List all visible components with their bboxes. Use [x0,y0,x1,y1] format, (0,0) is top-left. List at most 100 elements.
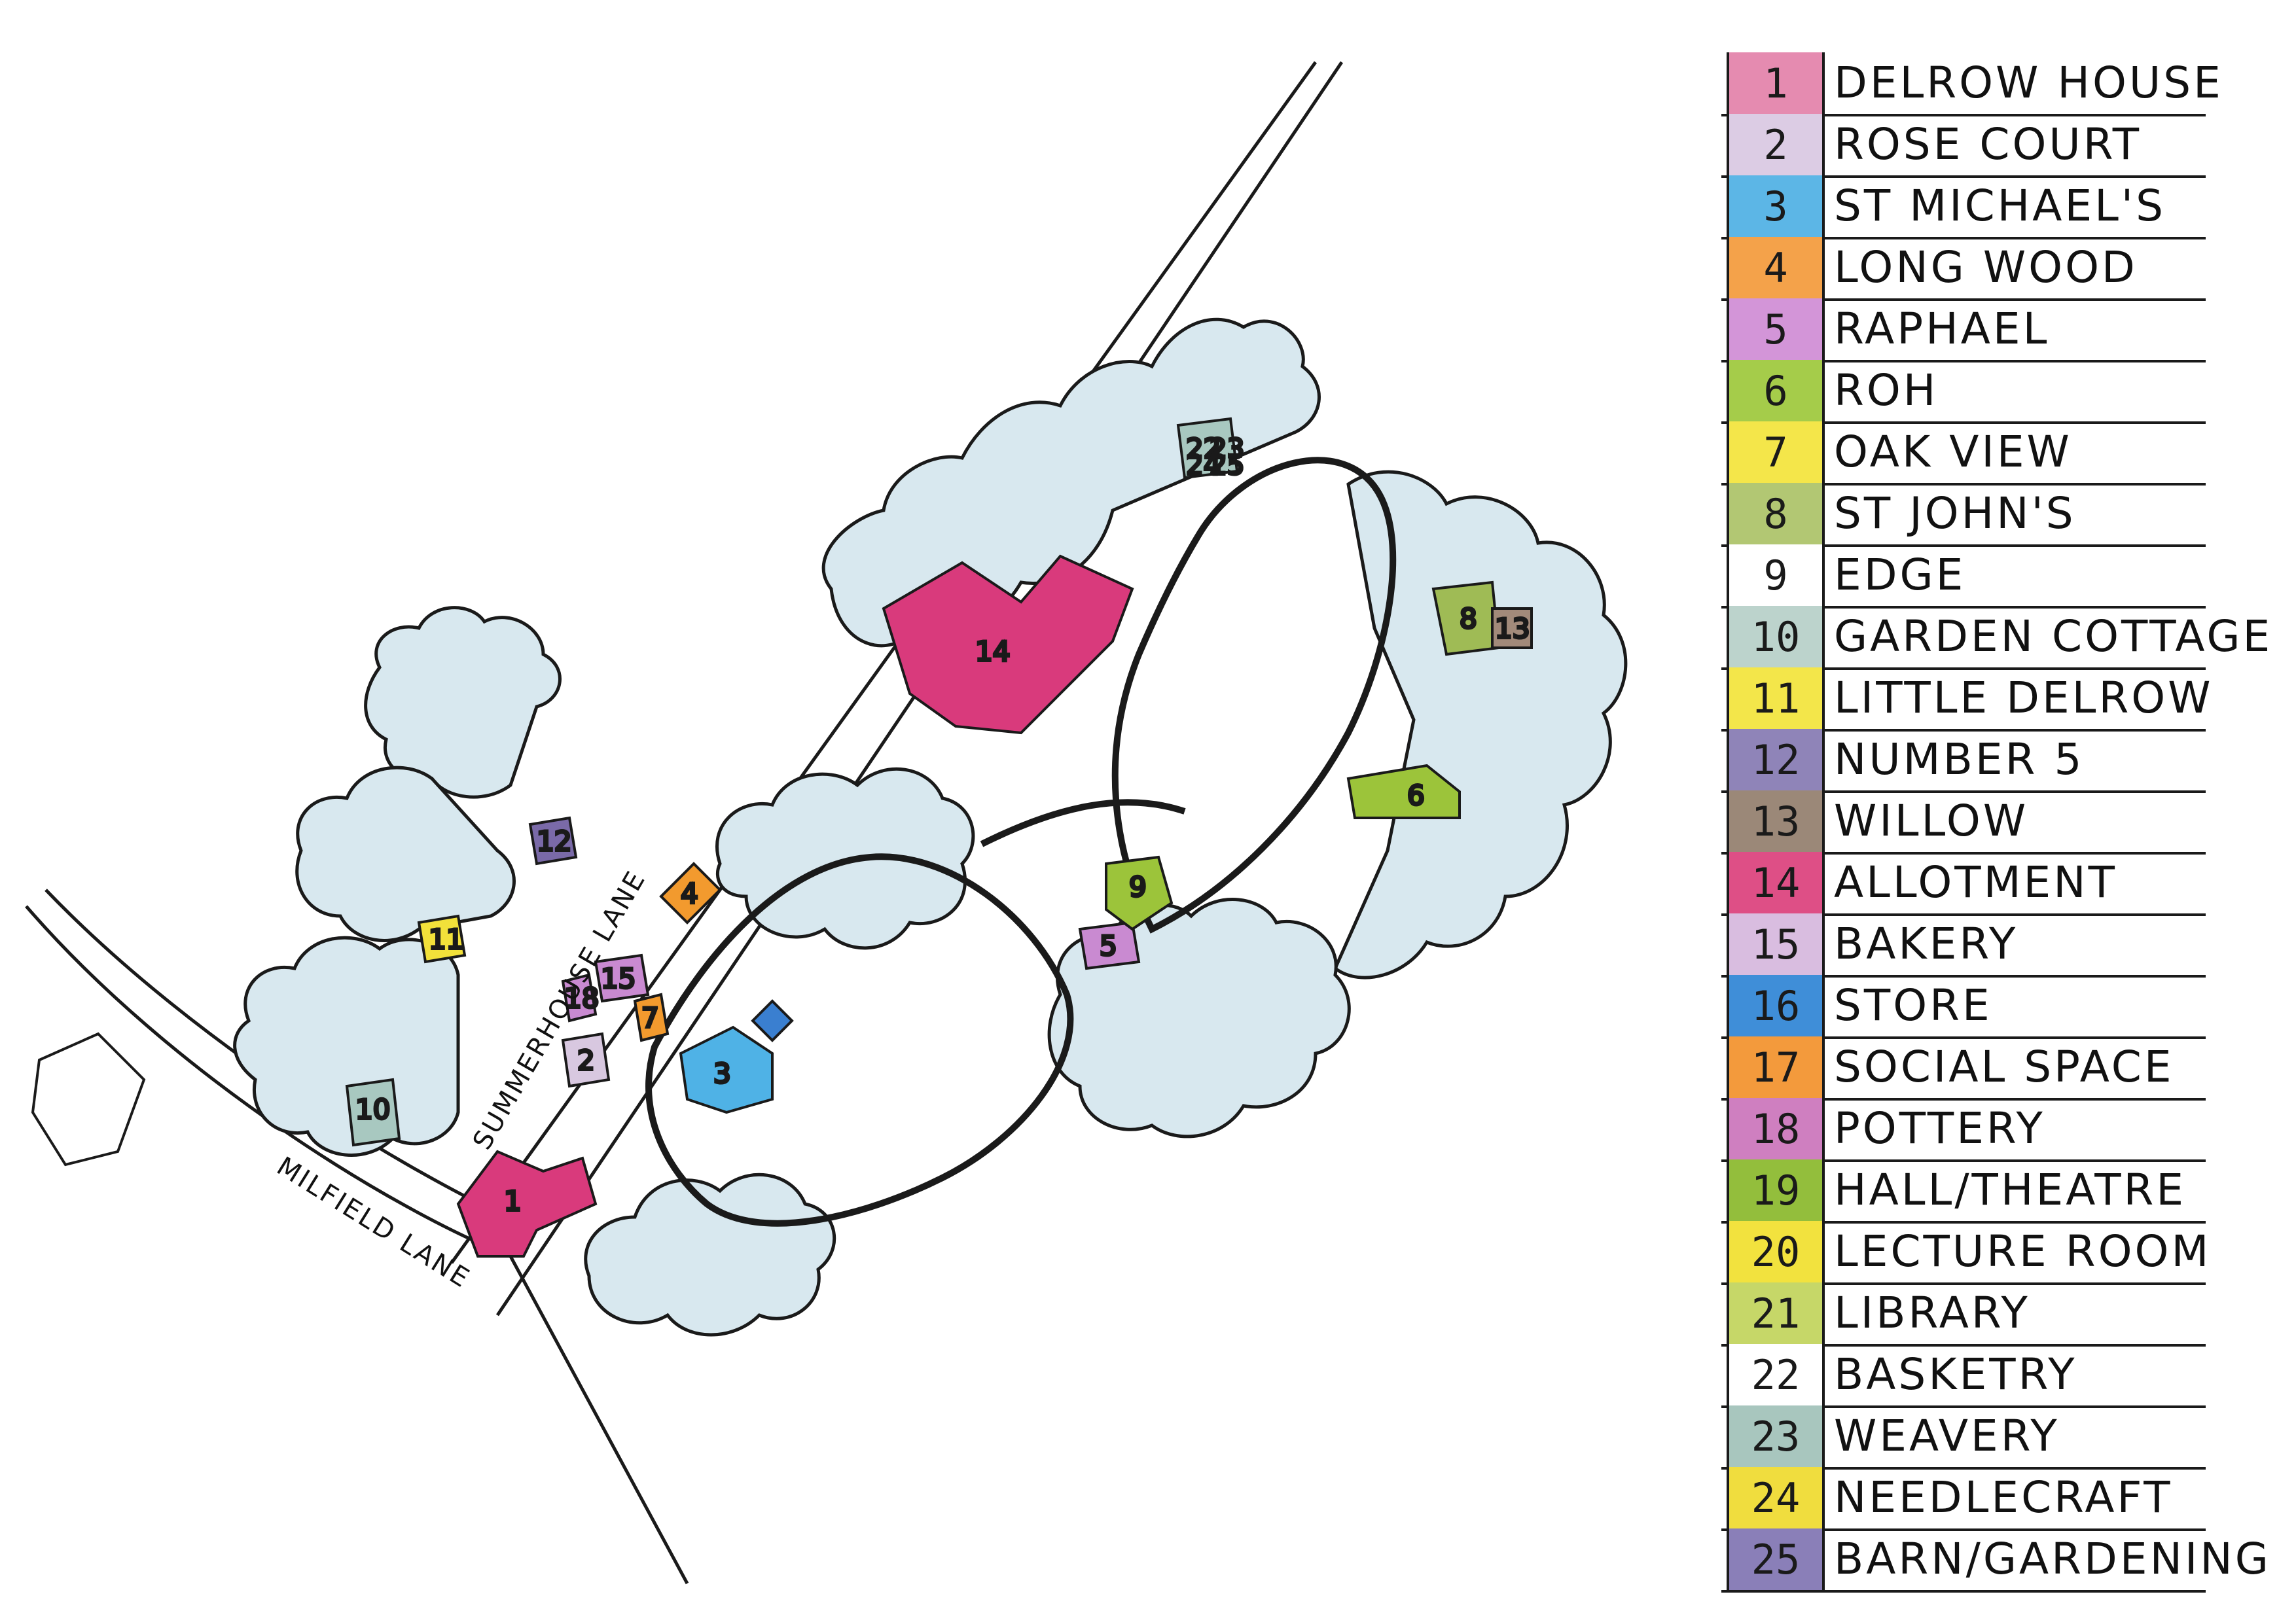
building-12-number-5 [528,816,578,866]
legend-swatch: 6 [1727,360,1825,421]
building-5-raphael [1078,921,1141,970]
path-drive [980,799,1186,847]
legend-swatch: 24 [1727,1467,1825,1528]
legend-name: OAK VIEW [1834,427,2072,477]
legend-swatch: 4 [1727,237,1825,298]
legend-swatch: 21 [1727,1282,1825,1344]
path-loop-south [645,853,1074,1227]
legend-name: BARN/GARDENING [1834,1534,2271,1584]
legend-swatch: 10 [1727,606,1825,667]
building-4-long-wood [659,862,722,925]
legend-swatch: 17 [1727,1036,1825,1098]
building-number-3: 3 [713,1057,731,1089]
building-number-12: 12 [537,825,571,857]
legend-name: SOCIAL SPACE [1834,1042,2174,1092]
building-number-25: 25 [1210,449,1244,481]
legend-name: HALL/THEATRE [1834,1165,2187,1215]
building-10-garden-cottage [345,1078,401,1147]
legend-name: LECTURE ROOM [1834,1226,2212,1277]
building-number-10: 10 [355,1093,390,1125]
legend-name: ST MICHAEL'S [1834,181,2166,231]
building-number-14: 14 [975,635,1010,667]
legend-swatch: 16 [1727,975,1825,1036]
legend-swatch: 11 [1727,667,1825,729]
legend-swatch: 18 [1727,1098,1825,1159]
legend-name: LITTLE DELROW [1834,673,2214,723]
building-far-west [31,1032,146,1167]
legend-name: ROSE COURT [1834,119,2142,169]
tree-cluster-east [1333,470,1628,980]
tree-clusters [233,317,1628,1337]
legend-name: ALLOTMENT [1834,857,2117,908]
tree-cluster-south-west [584,1173,836,1337]
legend-name: GARDEN COTTAGE [1834,611,2273,662]
legend-swatch: 1 [1727,52,1825,114]
building-11-little-delrow [417,914,467,964]
building-13-willow [1491,607,1533,649]
tree-cluster-west-2 [295,766,516,942]
tree-cluster-west-3 [233,936,460,1157]
legend-swatch: 19 [1727,1159,1825,1221]
building-number-23: 23 [1210,433,1244,465]
building-number-8: 8 [1460,603,1477,635]
legend-swatch: 2 [1727,114,1825,175]
legend-swatch: 9 [1727,544,1825,606]
path-loop-north [1111,457,1397,934]
legend-swatch: 13 [1727,790,1825,852]
legend-name: WILLOW [1834,796,2029,846]
legend-swatch: 20 [1727,1221,1825,1282]
building-1-delrow-house [456,1150,598,1258]
legend-swatch: 8 [1727,483,1825,544]
legend-swatch: 12 [1727,729,1825,790]
legend-name: BASKETRY [1834,1349,2077,1400]
legend-swatch: 14 [1727,852,1825,913]
building-number-2: 2 [577,1044,595,1076]
buildings: 14 1 3 6 8 13 4 11 12 10 2 15 18 7 5 9 [31,417,1533,1258]
building-9-edge [1105,855,1174,931]
building-number-4: 4 [681,877,698,909]
building-2-rose-court [561,1032,611,1088]
building-14-allotment [882,554,1134,735]
legend-name: LIBRARY [1834,1288,2030,1338]
building-store [751,999,794,1042]
paths [645,457,1397,1227]
building-number-6: 6 [1407,779,1425,811]
legend-name: NUMBER 5 [1834,734,2085,785]
building-number-13: 13 [1495,612,1530,645]
building-number-5: 5 [1100,930,1117,962]
building-number-24: 24 [1186,449,1221,481]
legend-name: WEAVERY [1834,1411,2060,1461]
legend-name: LONG WOOD [1834,242,2138,292]
legend-name: NEEDLECRAFT [1834,1472,2173,1523]
roads [25,61,1344,1585]
legend-swatch: 7 [1727,421,1825,483]
legend-name: DELROW HOUSE [1834,58,2223,108]
building-number-18: 18 [564,982,599,1014]
building-number-11: 11 [429,923,463,955]
legend-name: ST JOHN'S [1834,488,2076,539]
building-3-st-michaels [679,1025,774,1114]
